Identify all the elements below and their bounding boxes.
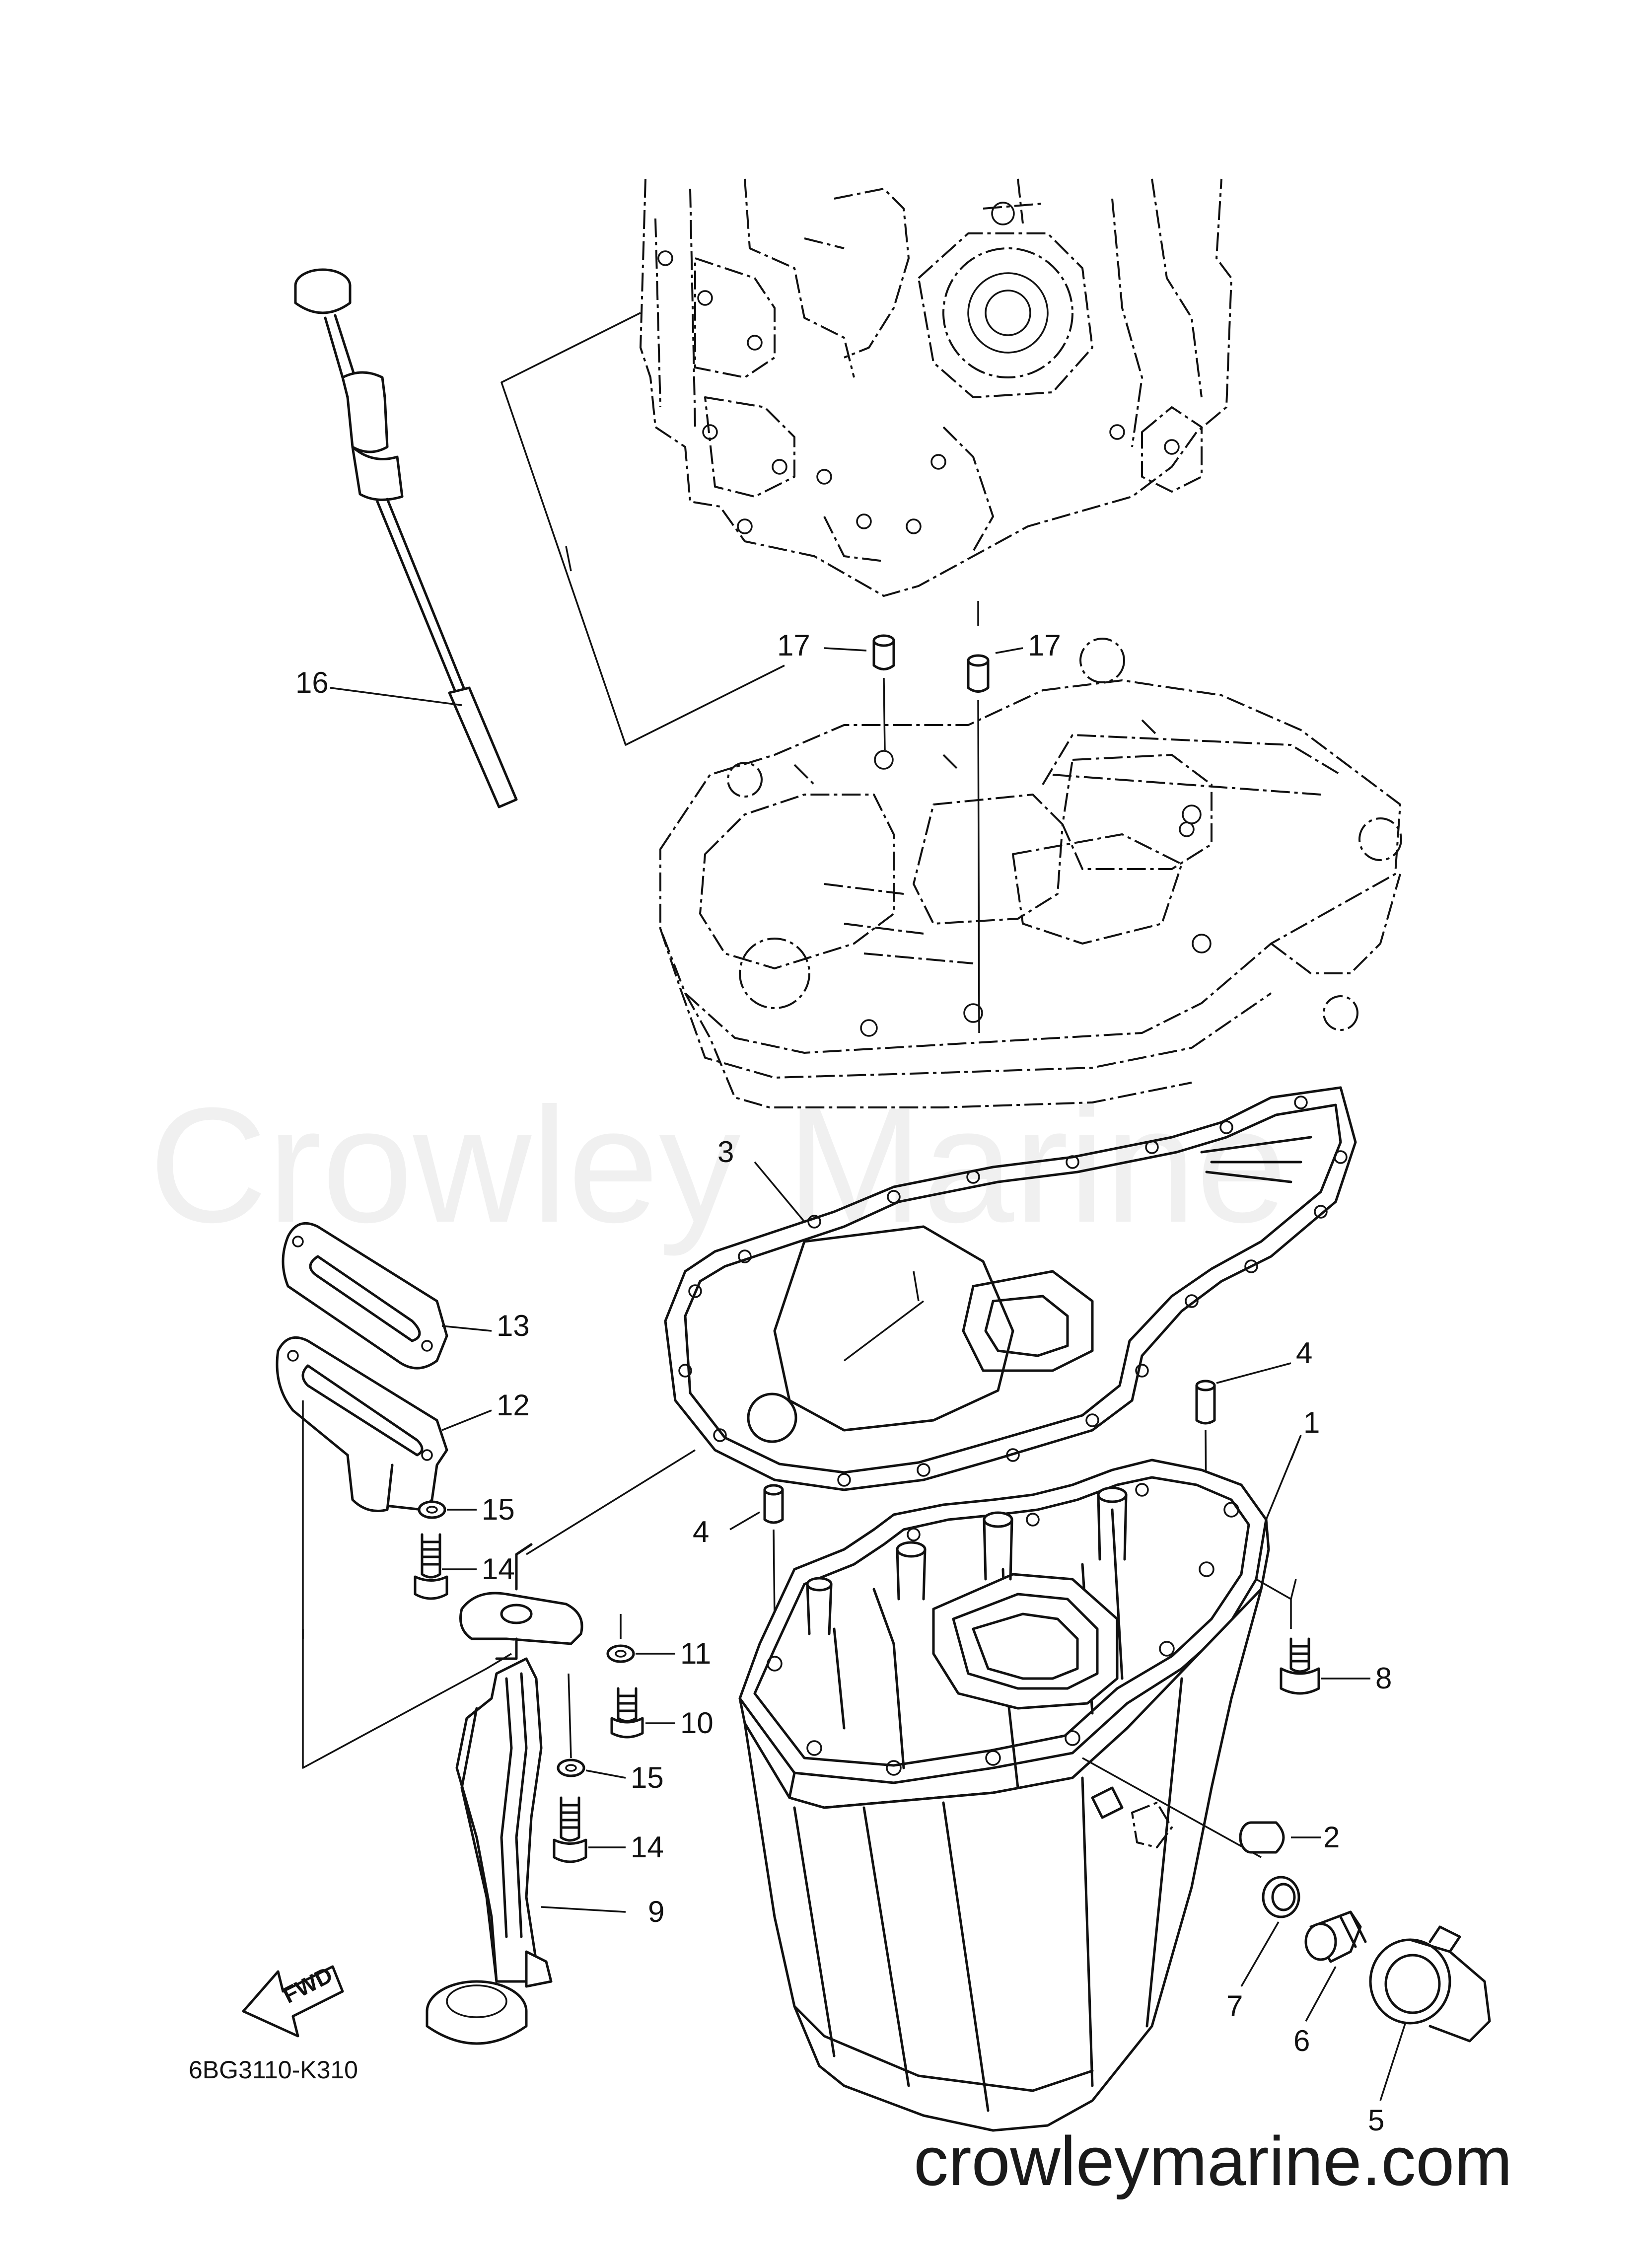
callout-15-lower: 15 [631, 1761, 664, 1794]
callout-3: 3 [717, 1135, 734, 1169]
bolt-mid [610, 1687, 675, 1739]
bolt-upper [414, 1533, 477, 1600]
callout-1: 1 [1303, 1406, 1320, 1439]
callout-4-upper: 4 [1296, 1336, 1312, 1370]
oil-pan [738, 1435, 1302, 2132]
watermark-url: crowleymarine.com [914, 2122, 1512, 2200]
upper-casing-phantom [659, 638, 1402, 1108]
washer-upper [418, 1500, 477, 1519]
callout-15-upper: 15 [482, 1493, 515, 1526]
drain-alignment-line [1082, 1757, 1262, 1858]
forward-direction-arrow: FWD [242, 1962, 344, 2038]
drain-gasket [1240, 1876, 1300, 1987]
callout-14-upper: 14 [482, 1552, 515, 1586]
washer-lower [557, 1673, 626, 1779]
watermark-brand: Crowley Marine [149, 1073, 1287, 1257]
callout-11: 11 [680, 1637, 711, 1670]
callout-4-lower: 4 [693, 1515, 709, 1548]
callout-labels: 1 2 3 4 4 5 6 7 8 9 10 11 12 13 14 14 15… [295, 629, 1392, 2137]
callout-16: 16 [295, 666, 329, 699]
callout-17-right: 17 [1028, 629, 1061, 662]
callout-8: 8 [1375, 1662, 1392, 1695]
callout-2: 2 [1323, 1821, 1340, 1854]
diagram-code: 6BG3110-K310 [189, 2056, 358, 2084]
oil-pan-gasket [664, 1086, 1357, 1491]
callout-10: 10 [680, 1706, 714, 1740]
dowel-pin-left [824, 634, 895, 750]
callout-5: 5 [1368, 2104, 1384, 2137]
callout-7: 7 [1226, 1989, 1243, 2023]
callout-14-lower: 14 [631, 1830, 664, 1864]
drain-plug [1239, 1821, 1321, 1854]
engine-block-phantom [640, 178, 1232, 597]
callout-13: 13 [497, 1309, 530, 1342]
callout-6: 6 [1293, 2024, 1310, 2057]
dipstick-part [294, 268, 518, 808]
strainer-assembly-bracket [302, 1400, 512, 1769]
drain-cap [1369, 1925, 1491, 2101]
oil-strainer-pipe [426, 1657, 626, 2045]
callout-17-left: 17 [777, 629, 810, 662]
drain-adapter [1304, 1910, 1367, 2022]
dowel-pin-lower-left [729, 1484, 784, 1619]
callout-9: 9 [648, 1895, 664, 1928]
oil-pan-bolt [1280, 1637, 1370, 1695]
bolt-lower [553, 1796, 626, 1863]
washer-small [606, 1614, 675, 1663]
callout-12: 12 [497, 1389, 530, 1422]
dowel-pin-right [967, 601, 1023, 1033]
strainer-connector-plate [459, 1449, 696, 1660]
strainer-gasket [282, 1222, 492, 1370]
dipstick-alignment-bracket [500, 312, 785, 746]
strainer-housing [276, 1336, 492, 1512]
